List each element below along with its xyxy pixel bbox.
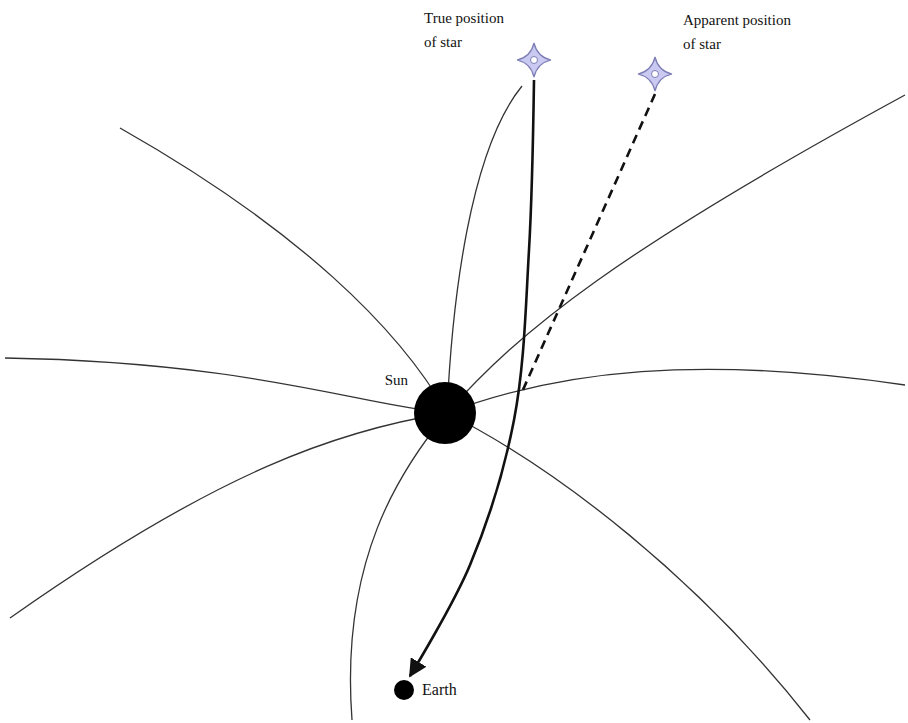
- label-group: Apparent position of star: [683, 8, 795, 56]
- dot-symbol: [392, 678, 416, 702]
- node-label: Apparent position of star: [683, 8, 795, 56]
- field-line: [120, 128, 447, 413]
- line-of-sight: [522, 94, 655, 392]
- field-line: [447, 86, 522, 413]
- node-label: True position of star: [424, 6, 516, 54]
- star-shape: [638, 57, 672, 91]
- sun-symbol: [412, 380, 478, 446]
- star-core: [531, 57, 538, 64]
- light-path-arrow: [410, 80, 534, 676]
- star-symbol: [516, 40, 552, 80]
- star-shape: [517, 43, 551, 77]
- star-node: True position of star: [424, 6, 552, 80]
- node-label: Earth: [422, 678, 457, 702]
- node-label: Sun: [366, 368, 412, 392]
- sun-node: Sun: [366, 368, 478, 446]
- field-line: [10, 413, 447, 618]
- sun-disc: [414, 382, 476, 444]
- field-line: [350, 413, 447, 720]
- field-line: [5, 358, 447, 413]
- star-node: Apparent position of star: [637, 8, 795, 94]
- curved-space-lines: [5, 86, 905, 720]
- star-symbol: [637, 54, 673, 94]
- label-group: Sun: [366, 368, 412, 392]
- field-line: [447, 413, 810, 720]
- label-group: Earth: [422, 678, 457, 702]
- field-line: [447, 95, 905, 413]
- star-core: [652, 71, 659, 78]
- earth-node: Earth: [392, 678, 457, 702]
- earth-dot: [394, 680, 414, 700]
- label-group: True position of star: [424, 6, 516, 54]
